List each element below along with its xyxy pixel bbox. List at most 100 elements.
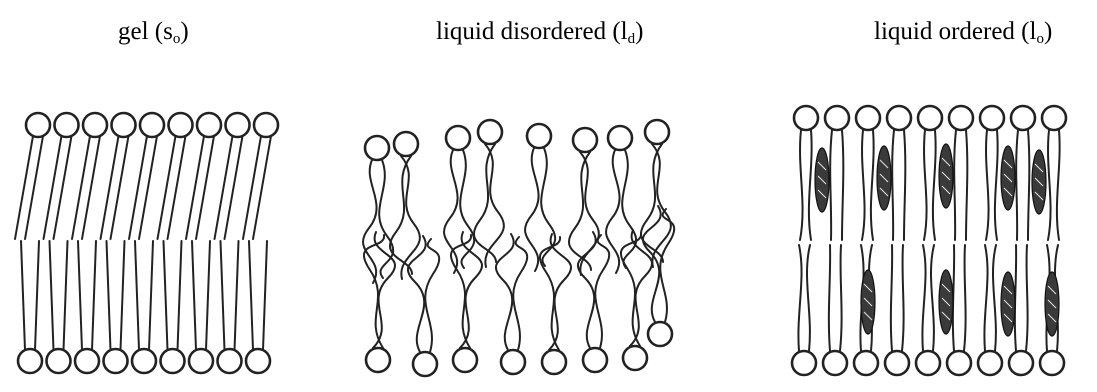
lipid-head-bottom bbox=[583, 348, 607, 372]
lipid-head-top bbox=[608, 126, 632, 150]
liquid-ordered-label: liquid ordered (lo) bbox=[874, 18, 1052, 48]
lipid-tail bbox=[933, 130, 936, 240]
lipid-tail bbox=[595, 235, 609, 348]
lipid-tail bbox=[892, 130, 894, 240]
lipid-head-top bbox=[573, 128, 597, 152]
lipid-tail bbox=[253, 136, 271, 239]
lipid-head-bottom bbox=[161, 349, 185, 373]
lipid-tail bbox=[1057, 130, 1060, 240]
lipid-tail bbox=[606, 150, 620, 273]
lipid-tail bbox=[513, 237, 527, 350]
lipid-head-bottom bbox=[916, 351, 940, 375]
lipid-head-bottom bbox=[885, 351, 909, 375]
lipid-head-top bbox=[825, 106, 849, 130]
lipid-tail bbox=[891, 245, 892, 351]
lipid-head-bottom bbox=[823, 351, 847, 375]
lipid-tail bbox=[798, 245, 801, 351]
lipid-head-bottom bbox=[104, 349, 128, 373]
lipid-head-top bbox=[794, 106, 818, 130]
lipid-tail bbox=[964, 245, 966, 351]
lipid-tail bbox=[995, 130, 998, 240]
lipid-tail bbox=[954, 130, 956, 240]
lipid-tail bbox=[54, 136, 72, 239]
lipid-tail bbox=[178, 241, 182, 350]
lipid-head-top bbox=[446, 126, 470, 150]
lipid-tail bbox=[807, 245, 810, 351]
lipid-tail bbox=[829, 245, 830, 351]
lipid-tail bbox=[25, 136, 43, 239]
lipid-head-bottom bbox=[501, 350, 525, 374]
lipid-tail bbox=[871, 130, 874, 240]
lipid-head-top bbox=[645, 120, 669, 144]
lipid-tail bbox=[460, 150, 474, 268]
lipid-head-top bbox=[949, 106, 973, 130]
lipid-head-top bbox=[26, 113, 50, 137]
lipid-tail bbox=[1026, 245, 1028, 351]
lipid-head-bottom bbox=[413, 352, 437, 376]
lipid-head-top bbox=[83, 113, 107, 137]
lipid-tail bbox=[862, 130, 865, 240]
lipid-tail bbox=[196, 136, 214, 239]
liquid-disordered-label: liquid disordered (ld) bbox=[436, 18, 643, 48]
lipid-head-top bbox=[254, 113, 278, 137]
lipid-tail bbox=[35, 241, 39, 350]
lipid-head-top bbox=[527, 124, 551, 148]
lipid-head-top bbox=[226, 113, 250, 137]
lipid-tail bbox=[902, 245, 904, 351]
lipid-tail bbox=[993, 245, 996, 351]
lipid-head-top bbox=[856, 106, 880, 130]
lipid-tail bbox=[966, 130, 967, 240]
lipid-tail bbox=[1028, 130, 1029, 240]
lipid-head-bottom bbox=[623, 346, 647, 370]
lipid-tail bbox=[82, 136, 100, 239]
lipid-tail bbox=[186, 136, 204, 239]
lipid-tail bbox=[904, 130, 905, 240]
lipid-tail bbox=[107, 241, 111, 350]
lipid-tail bbox=[243, 136, 261, 239]
lipid-tail bbox=[111, 136, 129, 239]
gel-phase-label: gel (so) bbox=[118, 18, 189, 48]
lipid-tail bbox=[986, 130, 989, 240]
lipid-tail bbox=[221, 241, 225, 350]
lipid-tail bbox=[44, 136, 62, 239]
lipid-tail bbox=[206, 241, 210, 350]
lipid-tail bbox=[660, 209, 674, 322]
lipid-head-top bbox=[887, 106, 911, 130]
lipid-tail bbox=[72, 136, 90, 239]
lipid-head-bottom bbox=[792, 351, 816, 375]
lipid-head-top bbox=[478, 120, 502, 144]
lipid-head-bottom bbox=[218, 349, 242, 373]
lipid-tail bbox=[840, 245, 842, 351]
lipid-head-bottom bbox=[47, 349, 71, 373]
lipid-head-bottom bbox=[1040, 351, 1064, 375]
lipid-tail bbox=[149, 241, 153, 350]
lipid-tail bbox=[21, 241, 25, 350]
lipid-tail bbox=[842, 130, 843, 240]
lipid-tail bbox=[578, 232, 596, 348]
lipid-head-bottom bbox=[189, 349, 213, 373]
lipid-tail bbox=[235, 241, 239, 350]
lipid-head-top bbox=[1011, 106, 1035, 130]
lipid-head-top bbox=[918, 106, 942, 130]
lipid-tail bbox=[164, 241, 168, 350]
lipid-tail bbox=[139, 136, 157, 239]
lipid-tail bbox=[168, 136, 186, 239]
lipid-head-top bbox=[1042, 106, 1066, 130]
lipid-tail bbox=[924, 130, 927, 240]
lipid-tail bbox=[64, 241, 68, 350]
lipid-head-bottom bbox=[366, 348, 390, 372]
lipid-tail bbox=[50, 241, 54, 350]
lipid-tail bbox=[15, 136, 33, 239]
lipid-tail bbox=[249, 241, 253, 350]
lipid-tail bbox=[363, 160, 377, 283]
lipid-tail bbox=[830, 130, 832, 240]
lipid-tail bbox=[92, 241, 96, 350]
lipid-head-bottom bbox=[947, 351, 971, 375]
lipid-head-bottom bbox=[453, 348, 477, 372]
lipid-head-bottom bbox=[978, 351, 1002, 375]
lipid-tail bbox=[135, 241, 139, 350]
lipid-head-bottom bbox=[854, 351, 878, 375]
lipid-tail bbox=[425, 239, 439, 352]
lipid-tail bbox=[225, 136, 243, 239]
lipid-head-bottom bbox=[542, 350, 566, 374]
